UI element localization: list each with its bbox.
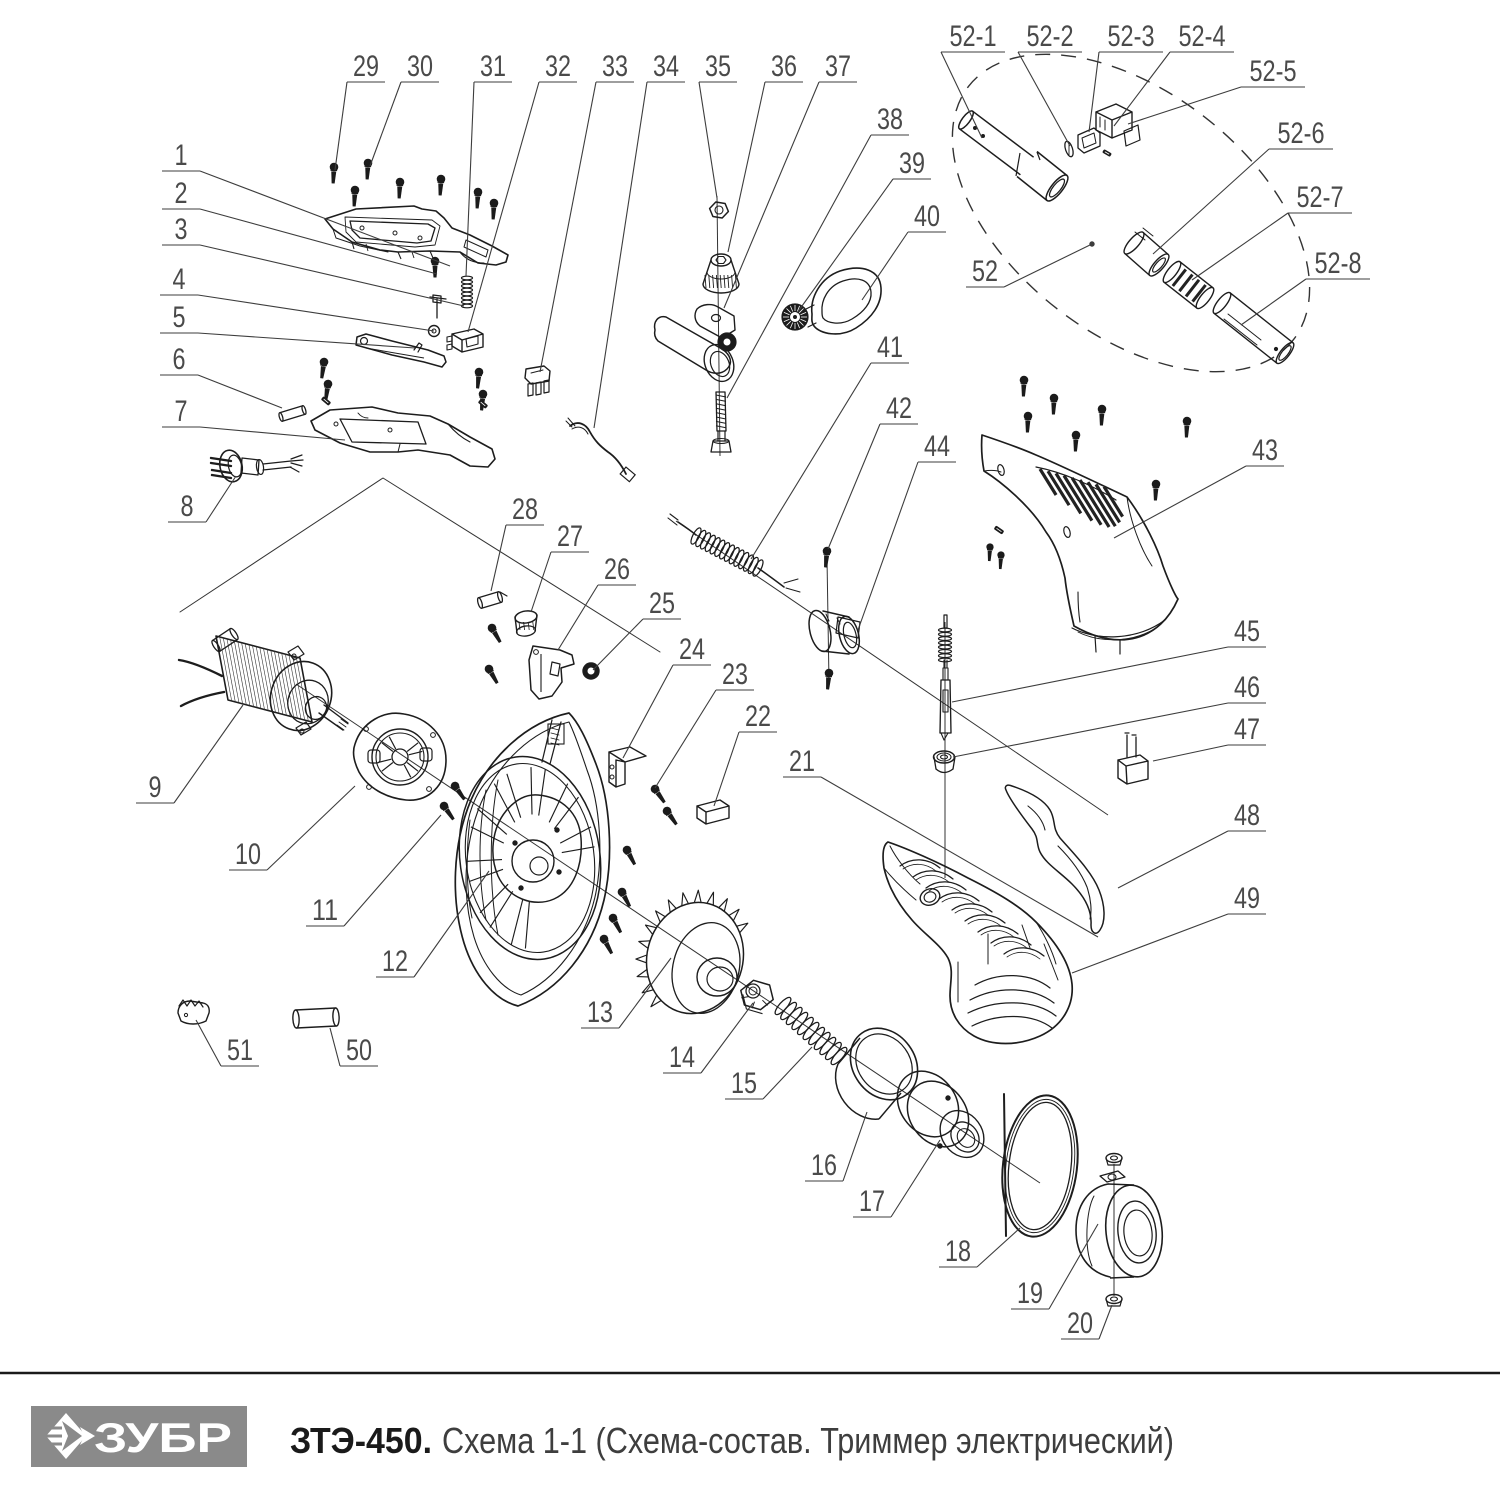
svg-text:29: 29	[353, 50, 379, 83]
svg-text:48: 48	[1234, 799, 1260, 832]
svg-text:8: 8	[181, 490, 194, 523]
svg-text:3: 3	[175, 213, 188, 246]
svg-text:44: 44	[924, 430, 950, 463]
svg-text:28: 28	[512, 493, 538, 526]
svg-text:26: 26	[604, 553, 630, 586]
svg-text:30: 30	[407, 50, 433, 83]
svg-text:52-5: 52-5	[1250, 55, 1297, 88]
svg-text:38: 38	[877, 103, 903, 136]
svg-text:52: 52	[972, 255, 998, 288]
svg-text:21: 21	[789, 745, 815, 778]
svg-text:10: 10	[235, 838, 261, 871]
svg-text:16: 16	[811, 1149, 837, 1182]
svg-text:12: 12	[382, 945, 408, 978]
svg-text:17: 17	[859, 1185, 885, 1218]
svg-text:5: 5	[173, 301, 186, 334]
svg-text:13: 13	[587, 996, 613, 1029]
svg-text:27: 27	[557, 520, 583, 553]
svg-text:18: 18	[945, 1235, 971, 1268]
svg-text:ЗТЭ-450.: ЗТЭ-450.	[290, 1420, 432, 1461]
svg-text:39: 39	[899, 147, 925, 180]
svg-text:42: 42	[886, 392, 912, 425]
svg-text:22: 22	[745, 700, 771, 733]
svg-text:ЗУБР: ЗУБР	[94, 1414, 232, 1461]
svg-text:49: 49	[1234, 882, 1260, 915]
svg-text:52-8: 52-8	[1315, 247, 1362, 280]
svg-text:52-7: 52-7	[1297, 181, 1344, 214]
svg-text:25: 25	[649, 587, 675, 620]
svg-text:36: 36	[771, 50, 797, 83]
svg-text:34: 34	[653, 50, 679, 83]
svg-text:23: 23	[722, 658, 748, 691]
svg-text:11: 11	[312, 894, 338, 927]
svg-text:52-6: 52-6	[1278, 117, 1325, 150]
svg-text:2: 2	[175, 177, 188, 210]
svg-text:50: 50	[346, 1034, 372, 1067]
svg-text:51: 51	[227, 1034, 253, 1067]
svg-text:41: 41	[877, 331, 903, 364]
svg-text:9: 9	[149, 771, 162, 804]
svg-text:52-4: 52-4	[1179, 20, 1226, 53]
svg-text:35: 35	[705, 50, 731, 83]
svg-text:37: 37	[825, 50, 851, 83]
svg-text:19: 19	[1017, 1277, 1043, 1310]
svg-text:43: 43	[1252, 434, 1278, 467]
svg-text:46: 46	[1234, 671, 1260, 704]
svg-text:6: 6	[173, 343, 186, 376]
svg-text:47: 47	[1234, 713, 1260, 746]
svg-text:20: 20	[1067, 1307, 1093, 1340]
svg-text:31: 31	[480, 50, 506, 83]
svg-text:15: 15	[731, 1067, 757, 1100]
svg-text:45: 45	[1234, 615, 1260, 648]
svg-text:14: 14	[669, 1041, 695, 1074]
svg-text:33: 33	[602, 50, 628, 83]
svg-text:52-3: 52-3	[1108, 20, 1155, 53]
svg-text:52-2: 52-2	[1027, 20, 1074, 53]
svg-text:4: 4	[173, 263, 186, 296]
svg-text:32: 32	[545, 50, 571, 83]
svg-text:Схема 1-1 (Схема-состав. Тримм: Схема 1-1 (Схема-состав. Триммер электри…	[442, 1420, 1174, 1461]
svg-text:7: 7	[175, 395, 188, 428]
svg-text:1: 1	[175, 139, 188, 172]
svg-text:24: 24	[679, 633, 705, 666]
svg-text:40: 40	[914, 200, 940, 233]
svg-text:52-1: 52-1	[950, 20, 997, 53]
